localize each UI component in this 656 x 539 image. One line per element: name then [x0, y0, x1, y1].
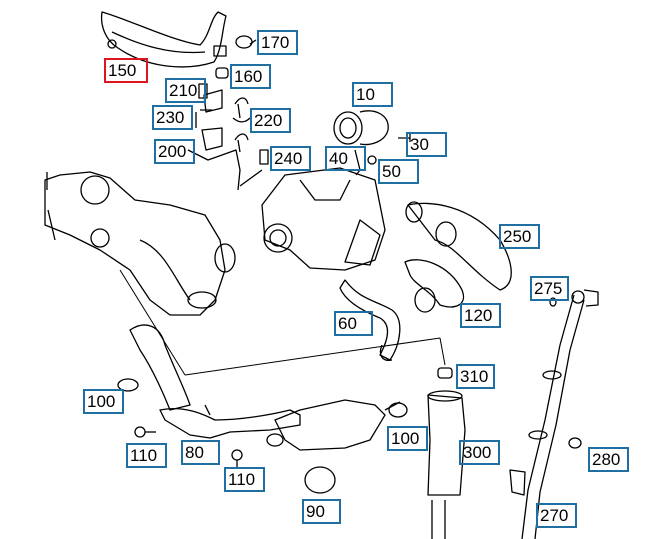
- part-310-clamp: [437, 367, 453, 379]
- callout-110-right[interactable]: 110: [224, 467, 265, 492]
- callout-110-left[interactable]: 110: [126, 443, 167, 468]
- callout-280[interactable]: 280: [588, 447, 629, 472]
- callout-10[interactable]: 10: [352, 82, 393, 107]
- callout-50[interactable]: 50: [378, 159, 419, 184]
- callout-80[interactable]: 80: [181, 440, 220, 465]
- part-90-clamp: [304, 466, 336, 494]
- callout-240[interactable]: 240: [270, 146, 311, 171]
- callout-40[interactable]: 40: [325, 146, 366, 171]
- part-coolant-hose-left: [117, 324, 191, 411]
- callout-275[interactable]: 275: [530, 276, 569, 301]
- part-120-hose: [404, 259, 465, 313]
- callout-160[interactable]: 160: [230, 64, 271, 89]
- callout-120[interactable]: 120: [460, 303, 501, 328]
- callout-250[interactable]: 250: [499, 224, 540, 249]
- callout-100-right[interactable]: 100: [387, 426, 428, 451]
- callout-30[interactable]: 30: [406, 132, 447, 157]
- part-80-pipe: [159, 404, 301, 439]
- callout-200[interactable]: 200: [154, 139, 195, 164]
- part-brackets-200-240: [187, 83, 269, 191]
- part-110-bolts: [134, 426, 243, 468]
- callout-170[interactable]: 170: [257, 30, 298, 55]
- callout-150[interactable]: 150: [104, 58, 148, 83]
- part-170-160-clamps: [213, 35, 257, 79]
- callout-230[interactable]: 230: [152, 105, 193, 130]
- leader-lines: [119, 269, 446, 376]
- callout-100-left[interactable]: 100: [83, 389, 124, 414]
- callout-60[interactable]: 60: [334, 311, 373, 336]
- callout-300[interactable]: 300: [459, 440, 500, 465]
- callout-270[interactable]: 270: [536, 503, 577, 528]
- part-egr-cooler: [266, 399, 401, 451]
- callout-310[interactable]: 310: [456, 364, 495, 389]
- callout-210[interactable]: 210: [165, 78, 206, 103]
- part-270-pipe: [509, 289, 599, 539]
- part-150-air-duct: [100, 11, 227, 68]
- part-throttle-body: [261, 167, 386, 271]
- part-60-hose: [339, 279, 401, 361]
- part-coolant-housing: [44, 171, 236, 316]
- callout-220[interactable]: 220: [250, 108, 291, 133]
- callout-90[interactable]: 90: [302, 499, 341, 524]
- part-100-clamp: [388, 402, 408, 418]
- part-300-pipe: [427, 390, 466, 539]
- part-250-hose: [405, 201, 512, 291]
